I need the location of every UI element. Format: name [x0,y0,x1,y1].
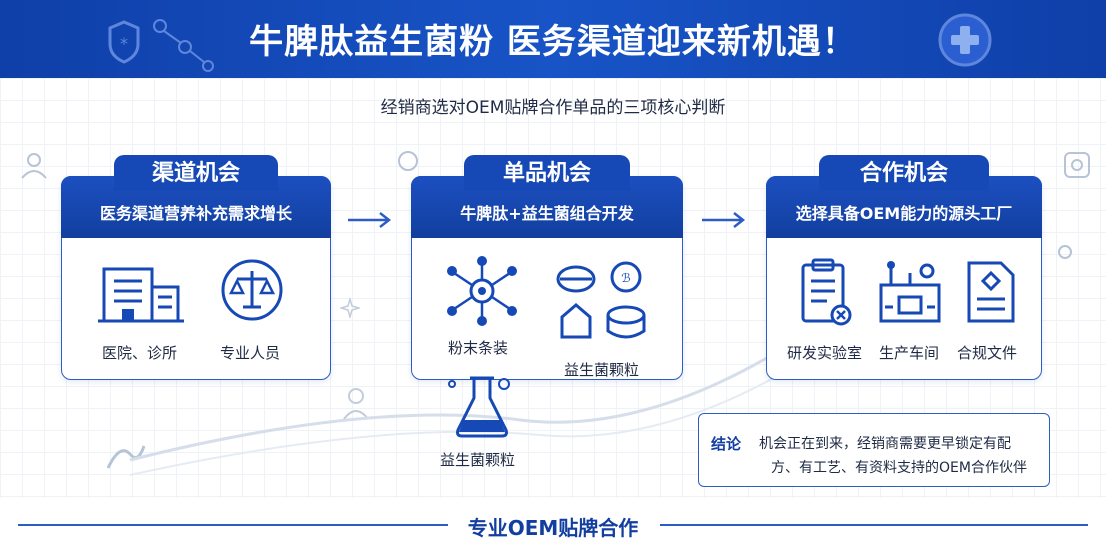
document-icon [967,261,1015,323]
pin-icon [1058,245,1072,259]
item-label-rd-lab: 研发实验室 [787,344,863,362]
hospital-icon [98,267,184,323]
conclusion-text-line1: 机会正在到来，经销商需要更早锁定有配 [759,436,1011,452]
doctor-icon [21,153,47,179]
arrow-right-icon [348,212,392,228]
scale-icon [221,259,283,321]
card-header: 牛脾肽+益生菌组合开发 [411,176,683,238]
microscope-icon [398,151,418,171]
item-label-professionals: 专业人员 [220,344,281,362]
card-product-opportunity: 牛脾肽+益生菌组合开发 单品机会 粉末条装 ℬ 益生菌颗粒 [411,155,683,380]
shield-molecule-icon: * [108,19,214,72]
svg-text:*: * [120,34,128,53]
card-title: 合作机会 [819,155,989,191]
footer-divider-left [18,524,448,526]
item-label-hospital: 医院、诊所 [102,344,178,362]
page-title: 牛脾肽益生菌粉 医务渠道迎来新机遇！ [249,22,857,62]
clipboard-icon [801,258,852,326]
item-label-powder-sticks: 粉末条装 [448,339,509,357]
card-channel-opportunity: 医务渠道营养补充需求增长 渠道机会 医院、诊所 专业人员 [61,155,331,380]
card-title: 渠道机会 [114,155,278,191]
medical-cross-icon [938,13,992,67]
probiotic-icon [106,445,146,469]
sparkle-icon [340,298,360,318]
card-subtitle: 选择具备OEM能力的源头工厂 [795,204,1013,223]
item-label-probiotic-granules: 益生菌颗粒 [564,361,640,379]
item-label-workshop: 生产车间 [879,344,940,362]
footer-title: 专业OEM贴牌合作 [0,512,1106,541]
conclusion-label: 结论 [711,435,742,453]
item-label-compliance-docs: 合规文件 [957,344,1018,362]
factory-icon [879,261,941,323]
flask-icon [448,376,510,438]
card-title: 单品机会 [464,155,630,191]
page-subtitle: 经销商选对OEM贴牌合作单品的三项核心判断 [380,98,726,118]
header-banner: * 牛脾肽益生菌粉 医务渠道迎来新机遇！ [0,0,1106,78]
footer-title-text: 专业OEM贴牌合作 [453,516,653,540]
card-partnership-opportunity: 选择具备OEM能力的源头工厂 合作机会 研发实验室 生产车间 合规文件 [766,155,1042,380]
person-icon [343,388,369,420]
molecule-icon [447,256,517,326]
item-label-probiotic-granules-2: 益生菌颗粒 [440,451,516,469]
virus-icon [1064,152,1090,178]
card-subtitle: 医务渠道营养补充需求增长 [99,204,292,223]
card-header: 选择具备OEM能力的源头工厂 [766,176,1042,238]
card-subtitle: 牛脾肽+益生菌组合开发 [460,204,634,223]
conclusion-box: 结论 机会正在到来，经销商需要更早锁定有配 方、有工艺、有资料支持的OEM合作伙… [698,413,1050,487]
footer-divider-right [660,524,1088,526]
svg-text:ℬ: ℬ [621,271,630,285]
arrow-right-icon [702,212,746,228]
decorative-swoosh [129,278,891,476]
capsule-group-icon: ℬ [556,261,646,339]
conclusion-text-line2: 方、有工艺、有资料支持的OEM合作伙伴 [771,460,1027,476]
